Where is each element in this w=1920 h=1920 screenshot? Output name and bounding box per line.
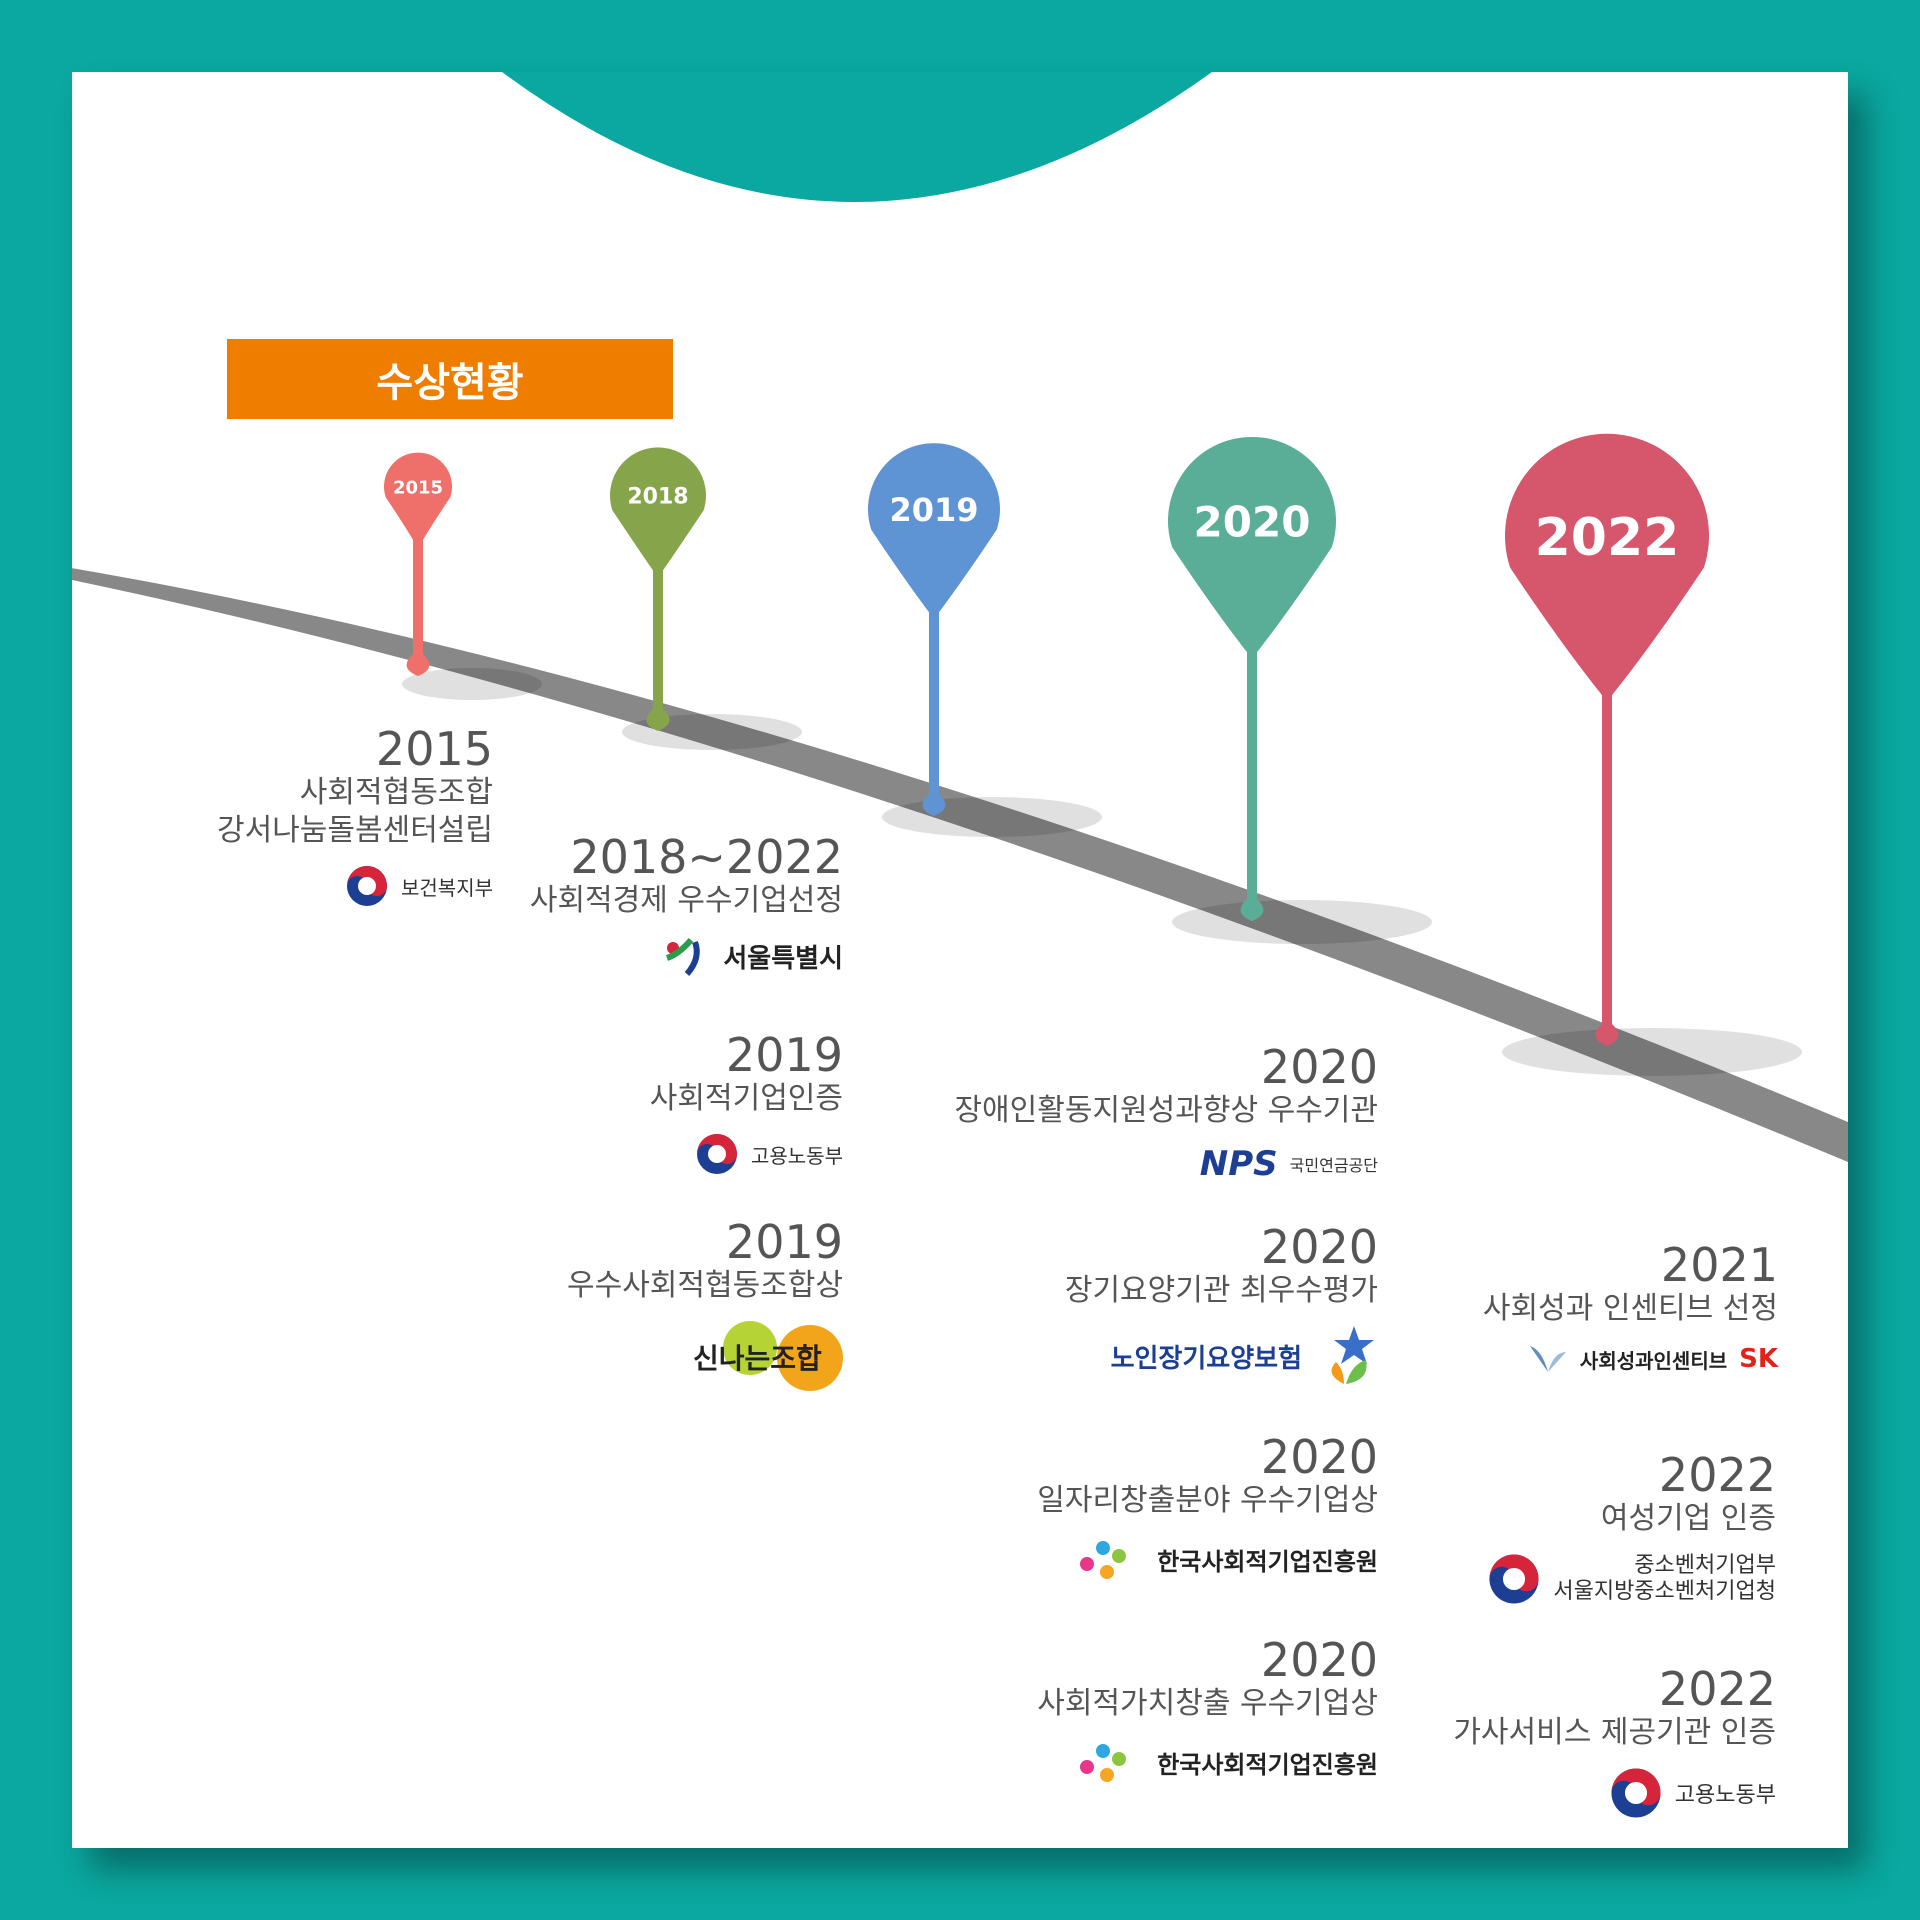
pin-2015: 2015: [384, 452, 452, 676]
pin-label: 2022: [1535, 508, 1680, 568]
butterfly-icon: [1529, 1346, 1566, 1372]
entry-desc: 강서나눔돌봄센터설립: [217, 813, 493, 848]
entry-2020c: 2020 일자리창출분야 우수기업상 한국사회적기업진흥원: [1037, 1432, 1378, 1584]
entry-2020d: 2020 사회적가치창출 우수기업상 한국사회적기업진흥원: [1037, 1635, 1378, 1787]
top-arc: [502, 72, 1212, 202]
entry-2018: 2018~2022 사회적경제 우수기업선정 서울특별시: [530, 832, 843, 978]
logo-row: 고용노동부: [650, 1132, 843, 1176]
entry-desc: 사회적경제 우수기업선정: [529, 883, 843, 918]
taegeuk-icon: [1611, 1768, 1661, 1818]
logo-text: 사회성과인센티브: [1579, 1348, 1728, 1373]
entry-desc: 가사서비스 제공기관 인증: [1453, 1715, 1776, 1750]
logo-row: 사회성과인센티브 SK: [1483, 1342, 1778, 1376]
logo-row: 서울특별시: [530, 934, 843, 978]
logo-row: 중소벤처기업부 서울지방중소벤처기업청: [1487, 1552, 1776, 1606]
entry-desc: 사회적가치창출 우수기업상: [1037, 1686, 1378, 1721]
entry-year: 2021: [1660, 1238, 1778, 1292]
sk-mark: SK: [1739, 1344, 1778, 1374]
entry-year: 2020: [1260, 1430, 1378, 1484]
entry-year: 2020: [1260, 1220, 1378, 1274]
entry-year: 2019: [725, 1215, 843, 1269]
pin-2018: 2018: [610, 447, 706, 731]
entry-year: 2015: [375, 722, 493, 776]
logo-row: 한국사회적기업진흥원: [1037, 1737, 1378, 1787]
logo-row: 노인장기요양보험: [1065, 1324, 1378, 1388]
entry-desc: 장기요양기관 최우수평가: [1064, 1273, 1378, 1308]
logo-text: 중소벤처기업부: [1634, 1553, 1776, 1578]
logo-row: 보건복지부: [217, 864, 493, 908]
logo-text: 노인장기요양보험: [1110, 1343, 1302, 1374]
background-graphics: 2015 2018 2019 2020 2022: [72, 72, 1848, 1163]
pin-shape: [384, 452, 452, 676]
pin-2020: 2020: [1167, 436, 1337, 921]
entry-2020b: 2020 장기요양기관 최우수평가 노인장기요양보험: [1065, 1222, 1378, 1388]
entry-year: 2022: [1658, 1448, 1776, 1502]
ltc-insurance-icon: [1331, 1326, 1374, 1384]
sinnaneun-logo: 신나는조합: [693, 1319, 843, 1391]
entry-year: 2022: [1658, 1662, 1776, 1716]
entry-2021: 2021 사회성과 인센티브 선정 사회성과인센티브 SK: [1483, 1240, 1778, 1376]
entry-desc: 사회적기업인증: [649, 1081, 843, 1116]
pin-label: 2018: [627, 485, 688, 510]
entry-year: 2020: [1260, 1633, 1378, 1687]
entry-desc: 일자리창출분야 우수기업상: [1037, 1483, 1378, 1518]
pin-shape: [868, 443, 1000, 816]
logo-text: 보건복지부: [401, 875, 493, 900]
pin-label: 2015: [393, 477, 443, 498]
entry-year: 2018~2022: [570, 830, 843, 884]
logo-row: NPS 국민연금공단: [954, 1144, 1378, 1184]
logo-text-block: 중소벤처기업부 서울지방중소벤처기업청: [1553, 1553, 1776, 1605]
logo-text: 한국사회적기업진흥원: [1157, 1547, 1378, 1576]
pin-shape: [1167, 436, 1337, 921]
entry-year: 2019: [725, 1028, 843, 1082]
entry-2019a: 2019 사회적기업인증 고용노동부: [650, 1030, 843, 1176]
taegeuk-icon: [347, 866, 387, 906]
entry-desc: 여성기업 인증: [1600, 1501, 1776, 1536]
entry-2019b: 2019 우수사회적협동조합상 신나는조합: [567, 1215, 843, 1391]
page-title: 수상현황: [227, 339, 673, 419]
entry-2022a: 2022 여성기업 인증 중소벤처기업부 서울지방중소벤처기업청: [1487, 1450, 1776, 1606]
pin-2022: 2022: [1505, 433, 1710, 1046]
logo-row: 신나는조합: [567, 1319, 843, 1391]
taegeuk-icon: [1489, 1554, 1539, 1604]
kosea-icon: [1080, 1541, 1127, 1579]
entry-desc: 사회성과 인센티브 선정: [1482, 1291, 1778, 1326]
logo-row: 한국사회적기업진흥원: [1037, 1534, 1378, 1584]
logo-text: 고용노동부: [751, 1143, 843, 1168]
taegeuk-icon: [697, 1134, 737, 1174]
pin-label: 2019: [889, 491, 978, 529]
entry-2020a: 2020 장애인활동지원성과향상 우수기관 NPS 국민연금공단: [954, 1042, 1378, 1184]
nps-mark: NPS: [1199, 1144, 1278, 1184]
content-card: 2015 2018 2019 2020 2022 수상현황 2015 사회적협동조합 강…: [72, 72, 1848, 1848]
pin-label: 2020: [1194, 498, 1311, 547]
seoul-logo-icon: [666, 938, 701, 976]
entry-desc: 사회적협동조합: [299, 775, 493, 810]
logo-text: 서울특별시: [723, 943, 843, 974]
pin-2019: 2019: [868, 443, 1000, 816]
kosea-icon: [1080, 1744, 1127, 1782]
logo-text: 국민연금공단: [1289, 1156, 1378, 1175]
logo-text: 신나는조합: [693, 1342, 822, 1375]
entry-desc: 장애인활동지원성과향상 우수기관: [954, 1093, 1378, 1128]
logo-text: 고용노동부: [1674, 1783, 1776, 1808]
entry-2022b: 2022 가사서비스 제공기관 인증 고용노동부: [1453, 1664, 1776, 1820]
entry-2015: 2015 사회적협동조합 강서나눔돌봄센터설립 보건복지부: [217, 724, 493, 908]
pin-shape: [610, 447, 706, 731]
entry-year: 2020: [1260, 1040, 1378, 1094]
logo-row: 고용노동부: [1453, 1766, 1776, 1820]
pin-shape: [1505, 433, 1710, 1046]
logo-text-line2: 서울지방중소벤처기업청: [1553, 1579, 1776, 1604]
logo-text: 한국사회적기업진흥원: [1157, 1750, 1378, 1779]
entry-desc: 우수사회적협동조합상: [567, 1268, 843, 1303]
